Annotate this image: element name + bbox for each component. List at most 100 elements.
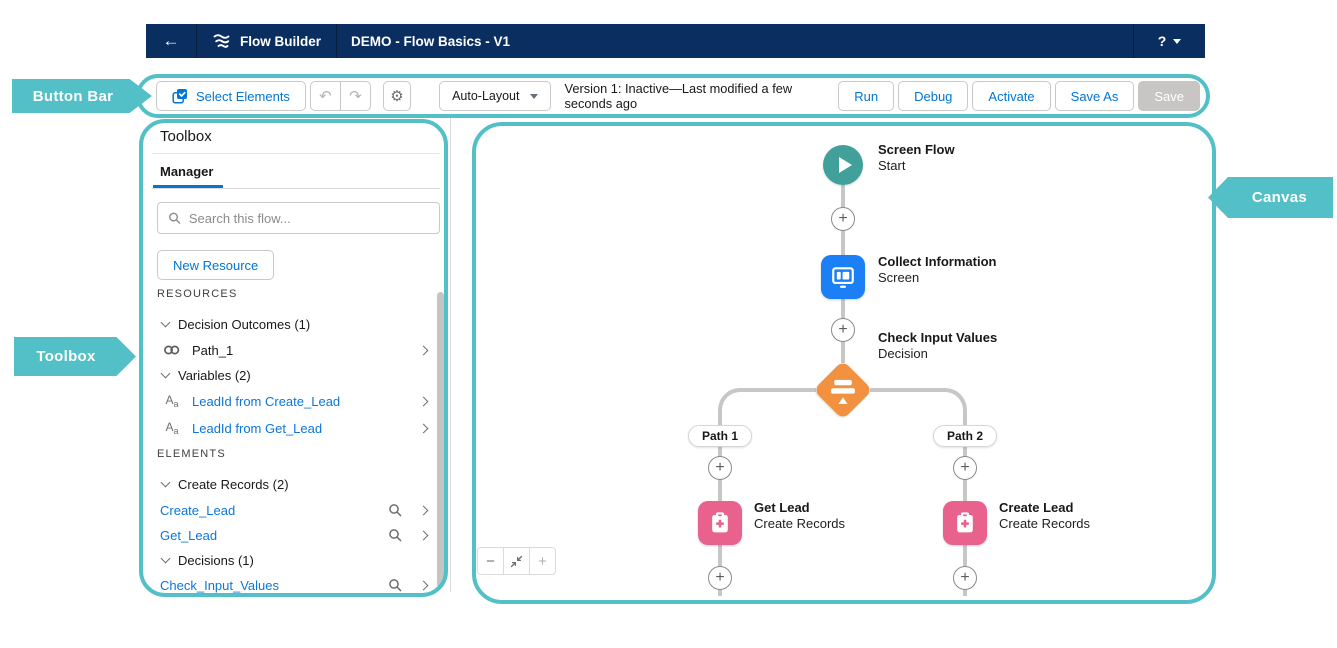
text-variable-icon [165, 420, 178, 436]
node-subtitle: Screen [878, 270, 920, 285]
new-resource-button[interactable]: New Resource [157, 250, 275, 280]
group-decisions[interactable]: Decisions (1) [152, 547, 439, 573]
add-element-button[interactable] [831, 318, 855, 342]
tab-manager[interactable]: Manager [160, 164, 214, 179]
resource-item-leadid-create[interactable]: LeadId from Create_Lead [152, 388, 439, 414]
connector [870, 388, 939, 392]
gear-icon [390, 87, 403, 105]
node-collect-information[interactable] [821, 255, 865, 299]
connector [963, 414, 967, 426]
canvas-annotation-tag: Canvas [1208, 177, 1333, 218]
resource-item-path1[interactable]: Path_1 [152, 337, 439, 363]
resources-section-header: RESOURCES [157, 288, 238, 300]
create-records-icon [712, 512, 728, 533]
toolbox-title: Toolbox [160, 128, 212, 145]
node-decision-label: Check Input Values Decision [878, 330, 997, 362]
add-element-button[interactable] [953, 456, 977, 480]
element-link[interactable]: Get_Lead [160, 527, 218, 543]
chevron-right-icon[interactable] [418, 423, 429, 433]
chevron-down-icon [529, 93, 538, 99]
toolbox-scrollbar[interactable] [437, 292, 444, 588]
help-menu-button[interactable]: ? [1133, 24, 1205, 58]
chevron-right-icon[interactable] [418, 530, 429, 540]
chevron-right-icon[interactable] [418, 505, 429, 515]
version-status-text: Version 1: Inactive—Last modified a few … [564, 81, 793, 111]
find-in-canvas-icon[interactable] [388, 503, 402, 517]
resource-item-leadid-get[interactable]: LeadId from Get_Lead [152, 415, 439, 441]
help-icon: ? [1157, 33, 1167, 49]
action-buttons: Run Debug Activate Save As Save [838, 81, 1200, 111]
group-decision-outcomes[interactable]: Decision Outcomes (1) [152, 311, 439, 337]
element-item-create-lead[interactable]: Create_Lead [152, 497, 439, 523]
save-as-button[interactable]: Save As [1054, 81, 1135, 111]
flow-builder-icon [213, 33, 230, 48]
select-elements-label: Select Elements [196, 88, 290, 104]
flow-search-box [157, 202, 440, 234]
undo-redo-group [309, 81, 371, 111]
connector [718, 414, 722, 426]
decision-signpost-icon [831, 379, 855, 404]
settings-button[interactable] [382, 81, 412, 111]
save-button[interactable]: Save [1138, 81, 1200, 111]
elements-section-header: ELEMENTS [157, 448, 226, 460]
redo-icon [349, 87, 362, 105]
app-name: Flow Builder [240, 33, 321, 49]
toolbox-annotation-tag: Toolbox [14, 337, 136, 376]
zoom-in-button[interactable]: + [529, 547, 556, 575]
button-bar: Select Elements Auto-Layout Version 1: I… [156, 81, 1200, 111]
find-in-canvas-icon[interactable] [388, 528, 402, 542]
resource-link[interactable]: LeadId from Create_Lead [192, 393, 341, 409]
select-elements-button[interactable]: Select Elements [156, 81, 306, 111]
element-link[interactable]: Check_Input_Values [160, 577, 280, 593]
zoom-out-button[interactable]: − [477, 547, 504, 575]
screen-icon [832, 267, 854, 288]
group-create-records[interactable]: Create Records (2) [152, 471, 439, 497]
search-input[interactable] [188, 210, 429, 226]
back-button[interactable] [146, 24, 197, 58]
node-start-label: Screen Flow Start [878, 142, 955, 174]
chevron-right-icon[interactable] [418, 396, 429, 406]
activate-button[interactable]: Activate [972, 81, 1051, 111]
text-variable-icon [165, 393, 178, 409]
connector-corner [939, 388, 967, 416]
node-title: Collect Information [878, 254, 997, 269]
find-in-canvas-icon[interactable] [388, 578, 402, 592]
node-get-lead-label: Get Lead Create Records [754, 500, 845, 532]
add-element-button[interactable] [953, 566, 977, 590]
app-branding: Flow Builder [197, 24, 336, 58]
element-link[interactable]: Create_Lead [160, 502, 236, 518]
group-variables[interactable]: Variables (2) [152, 362, 439, 388]
layout-selector[interactable]: Auto-Layout [439, 81, 551, 111]
divider [152, 153, 440, 154]
element-item-get-lead[interactable]: Get_Lead [152, 522, 439, 548]
resource-link[interactable]: LeadId from Get_Lead [192, 420, 323, 436]
flow-title: DEMO - Flow Basics - V1 [351, 33, 511, 49]
node-decision[interactable] [813, 360, 873, 420]
group-label: Variables (2) [178, 367, 251, 383]
node-title: Create Lead [999, 500, 1074, 515]
node-subtitle: Create Records [754, 516, 846, 531]
node-get-lead[interactable] [698, 501, 742, 545]
node-title: Get Lead [754, 500, 810, 515]
run-button[interactable]: Run [838, 81, 895, 111]
add-element-button[interactable] [708, 456, 732, 480]
chevron-right-icon[interactable] [418, 580, 429, 590]
outcome-icon [164, 345, 180, 355]
fit-to-view-button[interactable] [503, 547, 530, 575]
node-title: Check Input Values [878, 330, 998, 345]
element-item-check-input-values[interactable]: Check_Input_Values [152, 572, 439, 598]
add-element-button[interactable] [708, 566, 732, 590]
undo-icon [319, 87, 332, 105]
debug-button[interactable]: Debug [898, 81, 969, 111]
add-element-button[interactable] [831, 207, 855, 231]
node-start[interactable] [823, 145, 863, 185]
redo-button[interactable] [339, 81, 371, 111]
node-create-lead[interactable] [943, 501, 987, 545]
chevron-down-icon [160, 317, 170, 328]
undo-button[interactable] [309, 81, 341, 111]
chevron-right-icon[interactable] [418, 345, 429, 355]
branch-label-path2: Path 2 [933, 425, 997, 447]
resource-label: Path_1 [192, 342, 234, 358]
chevron-down-icon [1173, 38, 1182, 44]
node-title: Screen Flow [878, 142, 955, 157]
